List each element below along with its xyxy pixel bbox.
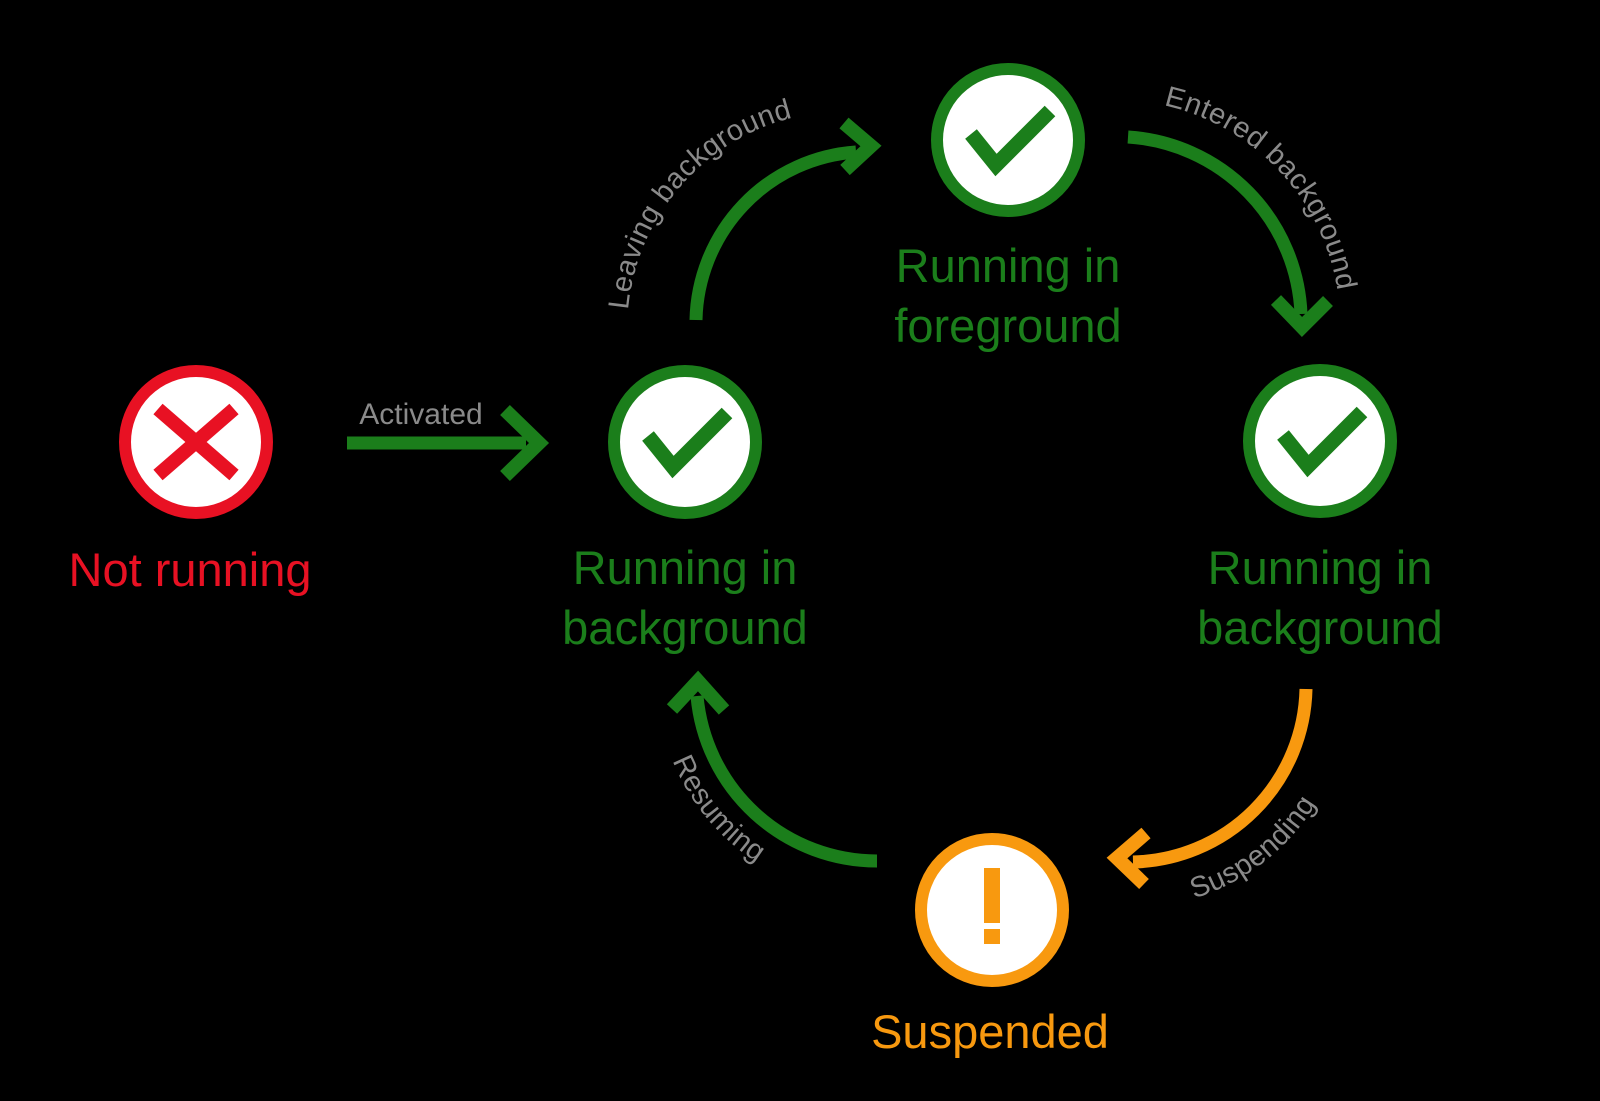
running-background-left-label: Running in background — [562, 541, 808, 654]
leaving-background-arrowhead-icon — [839, 117, 882, 176]
suspending-arrow — [1132, 688, 1313, 869]
check-icon — [642, 407, 733, 479]
node-running-foreground — [931, 63, 1085, 217]
node-not-running — [119, 365, 273, 519]
check-circle-icon — [608, 365, 762, 519]
node-suspended — [915, 833, 1069, 987]
entered-background-arrow — [1127, 130, 1308, 315]
check-icon — [1277, 406, 1368, 478]
activated-arrowhead-icon — [500, 404, 550, 482]
edge-suspending: Suspending — [1106, 688, 1322, 905]
x-icon — [153, 403, 239, 481]
exclamation-icon — [984, 868, 1000, 944]
running-background-right-label: Running in background — [1197, 541, 1443, 654]
node-running-background-right — [1243, 364, 1397, 518]
check-circle-icon — [1243, 364, 1397, 518]
resuming-arrow — [690, 695, 878, 868]
entered-background-arrowhead-icon — [1270, 295, 1333, 337]
leaving-background-arrow — [689, 145, 857, 321]
check-circle-icon — [931, 63, 1085, 217]
edge-activated: Activated — [347, 398, 550, 482]
not-running-label: Not running — [68, 543, 312, 596]
running-foreground-label: Running in foreground — [894, 239, 1122, 352]
entered-background-label: Entered background — [1162, 81, 1362, 292]
activated-label: Activated — [359, 398, 482, 431]
check-icon — [965, 105, 1056, 177]
resuming-arrowhead-icon — [666, 670, 730, 715]
edge-resuming: Resuming — [666, 670, 878, 869]
suspended-label: Suspended — [871, 1005, 1109, 1058]
suspending-arrowhead-icon — [1106, 827, 1151, 890]
edge-leaving-background: Leaving background — [603, 93, 882, 321]
node-running-background-left — [608, 365, 762, 519]
